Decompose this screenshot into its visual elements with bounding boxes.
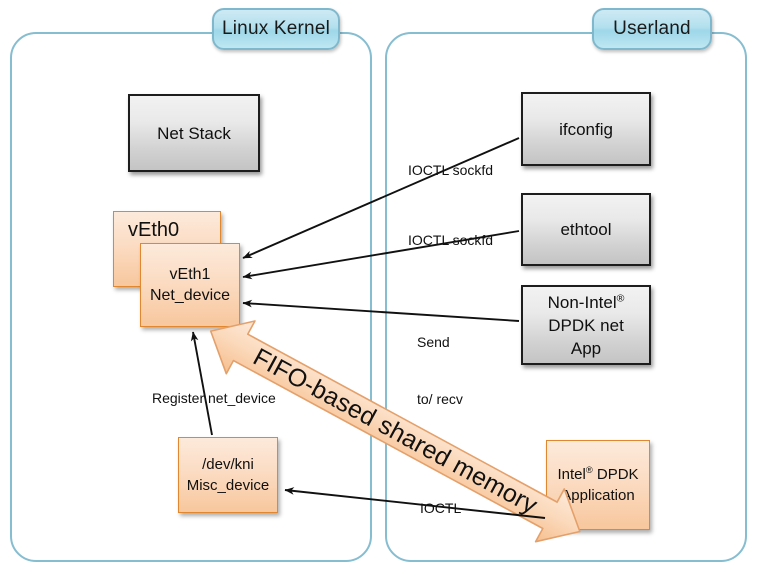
ifconfig-box: ifconfig	[521, 92, 651, 166]
registered-trademark-icon: ®	[585, 465, 593, 475]
non-intel-label-line2: DPDK net	[548, 315, 624, 335]
send-recv-line1: Send	[417, 334, 450, 350]
dpdk-label-line1: Intel® DPDK	[557, 464, 638, 485]
dpdk-intel-text: Intel	[557, 466, 586, 483]
veth1-label-line1: vEth1	[169, 266, 211, 283]
kni-label-line2: Misc_device	[186, 477, 270, 494]
veth1-net-device-box: vEth1 Net_device	[140, 243, 240, 327]
ifconfig-label: ifconfig	[559, 119, 613, 139]
veth1-label-line2: Net_device	[149, 287, 231, 304]
userland-panel-title: Userland	[592, 8, 712, 50]
send-recv-line2: to/ recv	[417, 391, 463, 407]
intel-dpdk-application-box: Intel® DPDK Application	[546, 440, 650, 530]
ethtool-box: ethtool	[521, 193, 651, 266]
ethtool-label: ethtool	[560, 220, 612, 239]
net-stack-box: Net Stack	[128, 94, 260, 172]
dev-kni-misc-device-box: /dev/kni Misc_device	[178, 437, 278, 513]
banner-arrow-shape	[209, 320, 581, 543]
dpdk-label-line2: Application	[561, 487, 635, 504]
dpdk-suffix-text: DPDK	[592, 466, 639, 483]
userland-panel-title-label: Userland	[613, 18, 691, 39]
registered-trademark-icon: ®	[616, 291, 625, 304]
net-stack-label: Net Stack	[157, 123, 231, 143]
register-net-device-label: Register net_device	[152, 390, 276, 406]
kernel-panel-title: Linux Kernel	[212, 8, 340, 50]
kernel-panel	[10, 32, 372, 562]
userland-panel	[385, 32, 747, 562]
non-intel-dpdk-net-app-box: Non-Intel® DPDK net App	[521, 285, 651, 365]
kernel-panel-title-label: Linux Kernel	[221, 18, 331, 39]
non-intel-label-line3: App	[570, 338, 602, 358]
ioctl-sockfd-label-ifconfig: IOCTL sockfd	[408, 162, 494, 178]
non-intel-label-line1: Non-Intel®	[548, 291, 625, 314]
veth0-label: vEth0	[128, 219, 180, 241]
ioctl-label-dpdk: IOCTL	[420, 500, 462, 516]
fifo-shared-memory-banner-arrow: FIFO-based shared memory	[195, 303, 595, 560]
kni-label-line1: /dev/kni	[202, 456, 254, 473]
ioctl-sockfd-label-ethtool: IOCTL sockfd	[408, 232, 494, 248]
non-intel-text: Non-Intel	[547, 292, 617, 312]
